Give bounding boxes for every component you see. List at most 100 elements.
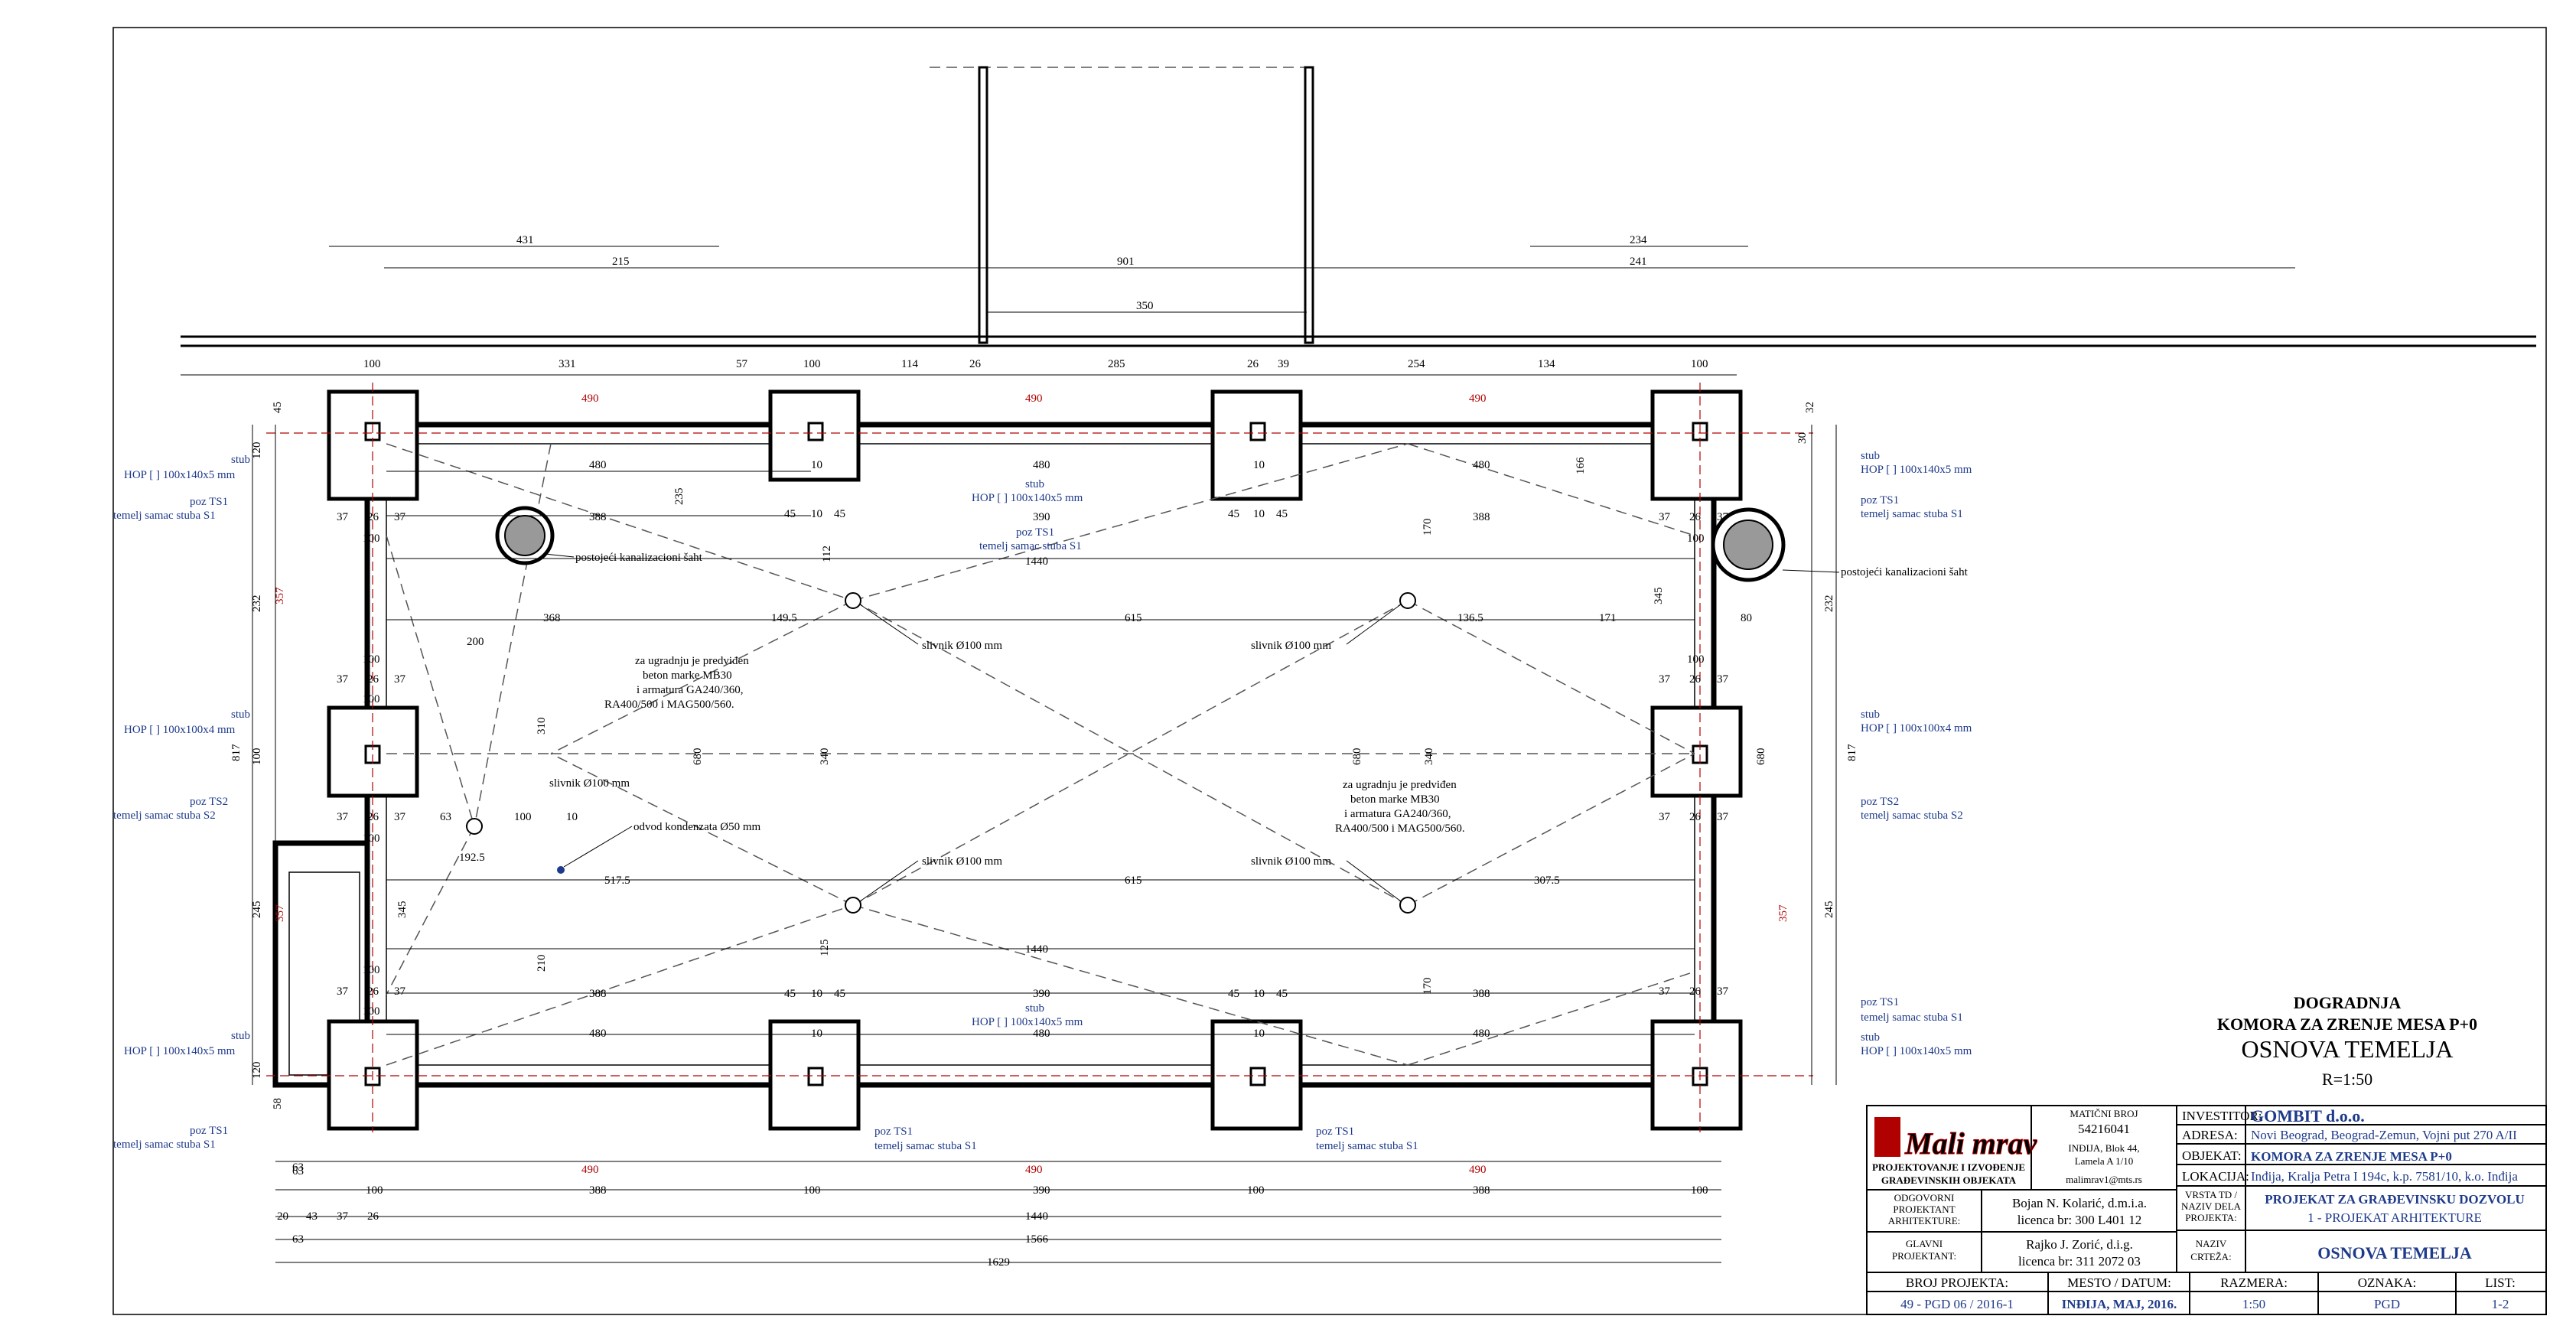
lbl-odvod: odvod kondenzata Ø50 mm [633,821,761,833]
lbl-stub-m1: stub [1025,478,1044,490]
dim-26-r1: 26 [1689,511,1702,523]
dim-345-a: 345 [396,901,409,919]
dim-100-r1: 100 [1687,533,1705,545]
lbl-hop-l2: HOP [ ] 100x100x4 mm [124,724,236,736]
dim-top-100c: 100 [1691,358,1708,370]
naziv-l2: CRTEŽA: [2190,1251,2231,1262]
lbl-temelj-r1: temelj samac stuba S1 [1861,508,1963,520]
dim-170-b: 170 [1422,978,1434,995]
odgovorni-name: Bojan N. Kolarić, d.m.i.a. [2012,1196,2147,1210]
existing-building-walls [181,66,2536,347]
lbl-hop-r3: HOP [ ] 100x140x5 mm [1861,1045,1972,1057]
dim-350: 350 [1136,300,1154,312]
dim-red-490-f: 490 [1469,1164,1487,1176]
mesto-label: MESTO / DATUM: [2067,1275,2171,1290]
interior-dimensions: 480 480 480 388 390 388 1440 149.5 615 1… [275,459,1752,1269]
dim-388-b: 388 [1473,511,1490,523]
dim-top-254: 254 [1408,358,1425,370]
dim-170-a: 170 [1422,519,1434,536]
dim-45-m1: 45 [784,508,796,520]
dim-37-l5: 37 [337,811,349,823]
lbl-temelj-l3: temelj samac stuba S1 [113,1138,216,1151]
lbl-saht-l: postojeći kanalizacioni šaht [575,552,703,564]
dim-615-b: 615 [1125,875,1142,887]
dim-517-5: 517.5 [604,875,630,887]
dim-45-m3: 45 [1228,508,1239,520]
dim-63-bottom: 63 [292,1161,304,1174]
dim-10-f2: 10 [1253,459,1265,471]
dim-112: 112 [821,546,833,562]
glavni-l2: PROJEKTANT: [1892,1250,1956,1262]
lbl-poz-r3: poz TS1 [1861,996,1899,1008]
dim-37-r7: 37 [1659,985,1671,998]
dim-120-a: 120 [251,442,263,460]
dim-26-l2: 26 [367,673,379,686]
investitor-value: GOMBIT d.o.o. [2251,1106,2365,1125]
vrsta-v2: 1 - PROJEKAT ARHITEKTURE [2307,1210,2482,1225]
dim-37-l3: 37 [337,673,349,686]
company-logo: Mali mrav [1904,1126,2037,1161]
dim-241: 241 [1630,256,1647,268]
lbl-stub-r2: stub [1861,708,1880,721]
note-b-line3: i armatura GA240/360, [1344,808,1451,820]
dim-20-bottom: 20 [277,1210,288,1223]
lbl-stub-l2: stub [231,708,250,721]
slope-lines [386,443,1695,1066]
dim-red-490-a: 490 [581,393,599,405]
dim-100-l2: 100 [363,653,380,666]
dim-red-490-e: 490 [1025,1164,1043,1176]
dim-top-39: 39 [1278,358,1289,370]
dim-340-b: 340 [1423,748,1435,766]
vrsta-l2: NAZIV DELA [2181,1200,2242,1212]
dim-100-l7: 100 [363,1005,380,1018]
razmera-label: RAZMERA: [2220,1275,2288,1290]
dim-37-r6: 37 [1717,811,1729,823]
dim-top-285: 285 [1108,358,1125,370]
lbl-poz-l3: poz TS1 [190,1125,228,1137]
dim-100-l6: 100 [363,964,380,976]
dim-10-f3: 10 [811,1028,822,1040]
dim-680-mid: 680 [1351,748,1363,766]
dim-26-bottom: 26 [367,1210,379,1223]
drain-3 [845,897,861,914]
drain-5 [466,818,483,835]
drain-2 [1399,592,1416,609]
note-a-line2: beton marke MB30 [643,669,732,682]
lbl-slivnik-1: slivnik Ø100 mm [922,640,1002,652]
lokacija-value: Inđija, Kralja Petra I 194c, k.p. 7581/1… [2251,1169,2518,1184]
lbl-slivnik-4: slivnik Ø100 mm [1251,855,1331,868]
oznaka-value: PGD [2374,1297,2400,1311]
dim-817-right: 817 [1846,744,1858,761]
dim-388-e: 388 [589,1184,607,1197]
dim-37-r4: 37 [1717,673,1729,686]
dim-26-r4: 26 [1689,985,1702,998]
dim-817-left: 817 [230,744,243,761]
dim-100-l3: 100 [363,693,380,705]
dim-red-490-b: 490 [1025,393,1043,405]
floor-drains [466,592,1416,914]
dim-top-57: 57 [736,358,748,370]
company-logo-mark [1874,1117,1900,1157]
dim-10-f4: 10 [1253,1028,1265,1040]
dim-37-r8: 37 [1717,985,1729,998]
dim-480-d: 480 [589,1028,607,1040]
lbl-temelj-m2: temelj samac stuba S1 [874,1140,977,1152]
dim-388-f: 388 [1473,1184,1490,1197]
title-line3: OSNOVA TEMELJA [2241,1035,2453,1063]
vrsta-v1: PROJEKAT ZA GRAĐEVINSKU DOZVOLU [2265,1192,2525,1207]
sheet-border [112,27,2547,1315]
lbl-hop-r2: HOP [ ] 100x100x4 mm [1861,722,1972,735]
title-block: Mali mrav PROJEKTOVANJE I IZVOĐENJE GRAĐ… [1866,1105,2547,1315]
dim-10-m3: 10 [811,988,822,1000]
dim-37-l6: 37 [394,811,406,823]
lbl-slivnik-3: slivnik Ø100 mm [922,855,1002,868]
broj-value: 49 - PGD 06 / 2016-1 [1900,1297,2014,1311]
dim-357-left-b: 357 [274,904,286,922]
dim-top-26a: 26 [969,358,982,370]
lbl-poz-m2: poz TS1 [874,1125,913,1138]
dim-480-f: 480 [1473,1028,1490,1040]
dim-388-d: 388 [1473,988,1490,1000]
dim-480-a: 480 [589,459,607,471]
right-annotations: stub HOP [ ] 100x140x5 mm poz TS1 temelj… [1782,450,1972,1057]
